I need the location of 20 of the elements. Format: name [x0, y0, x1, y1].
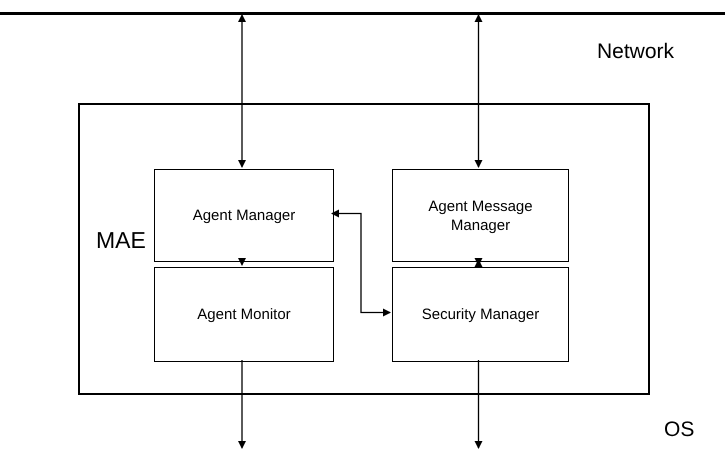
- component-box: [392, 267, 569, 362]
- component-box: [154, 169, 334, 262]
- component-label: Agent Monitor: [197, 305, 291, 324]
- arrow: [238, 258, 246, 266]
- component-box: [392, 169, 569, 262]
- arrow: [474, 258, 482, 267]
- arrow: [238, 14, 246, 168]
- component-label: Security Manager: [422, 305, 540, 324]
- component-box: [154, 267, 334, 362]
- container-box: [78, 103, 650, 395]
- arrow: [474, 360, 482, 449]
- container-title: MAE: [96, 226, 146, 255]
- arrow: [238, 360, 246, 449]
- layer-label: OS: [664, 417, 694, 443]
- arrow: [474, 14, 482, 168]
- component-label: Agent Message Manager: [427, 196, 534, 234]
- network-line: [0, 12, 725, 15]
- component-label: Agent Manager: [192, 206, 296, 225]
- network-label: Network: [597, 39, 674, 65]
- arrow: [331, 210, 391, 316]
